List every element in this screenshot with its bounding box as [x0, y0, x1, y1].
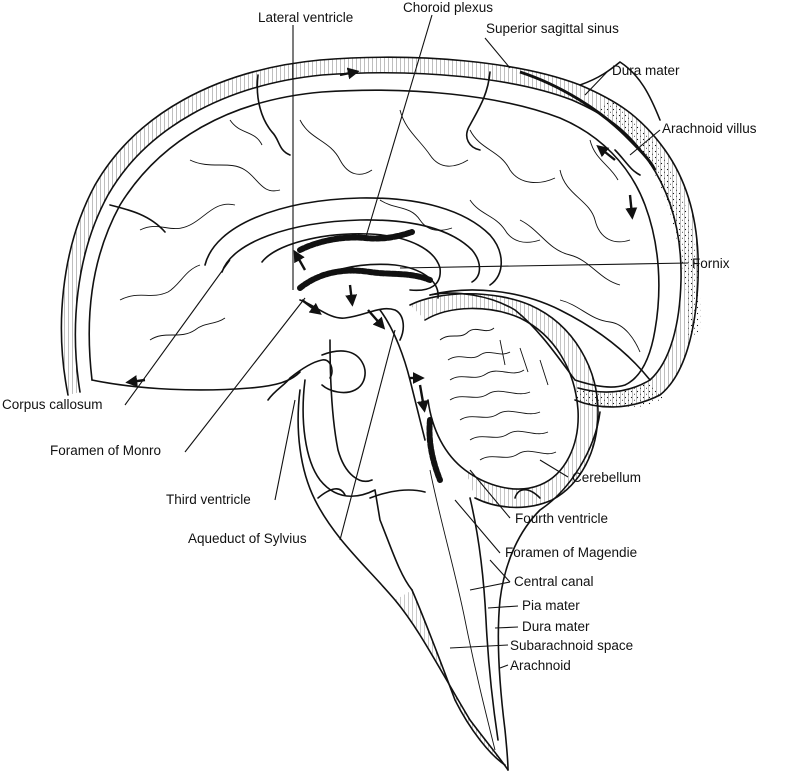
leader-choroid-plexus [364, 14, 433, 241]
leader-pia-mater [487, 605, 519, 609]
label-subarachnoid-space: Subarachnoid space [510, 638, 633, 653]
spinal-cord-inner-right [469, 497, 499, 741]
label-dura-mater-top: Dura mater [612, 63, 680, 78]
label-fourth-ventricle: Fourth ventricle [515, 511, 608, 526]
leader-lines [124, 14, 689, 669]
spinal-hatch [395, 590, 508, 770]
cerebrum-outline [88, 89, 660, 388]
arachnoid-villus-1 [256, 74, 291, 156]
midbrain-line [379, 309, 426, 441]
arachnoid-villus-3 [109, 204, 166, 233]
cerebellum-meninges-hatch [410, 293, 598, 508]
leader-third-ventricle [274, 399, 296, 501]
cerebellum-folia [439, 327, 557, 461]
third-ventricle-shape [299, 299, 405, 341]
label-corpus-callosum: Corpus callosum [2, 397, 103, 412]
leader-fornix [399, 262, 689, 269]
choroid-plexus-4th [426, 417, 443, 483]
leader-subarachnoid [449, 644, 509, 649]
leader-fourth-ventricle [469, 469, 511, 519]
cerebrum-base [91, 371, 301, 391]
label-dura-mater-bottom: Dura mater [522, 619, 590, 634]
label-choroid-plexus: Choroid plexus [403, 0, 493, 15]
choroid-plexus-upper [297, 229, 415, 253]
leader-dura-mater-top [584, 71, 608, 96]
transverse-cut [369, 489, 426, 499]
spinal-cord-outer-right [497, 411, 601, 771]
brainstem-inner [329, 339, 373, 482]
leader-aqueduct [339, 329, 396, 541]
label-foramen-of-monro: Foramen of Monro [50, 443, 161, 458]
central-canal-line [429, 469, 496, 751]
arachnoid-villus-4 [614, 149, 641, 176]
labels: Lateral ventricle Choroid plexus Superio… [2, 0, 757, 673]
leader-corpus-callosum [124, 259, 231, 406]
label-arachnoid: Arachnoid [510, 658, 571, 673]
label-arachnoid-villus: Arachnoid villus [662, 121, 757, 136]
label-fornix: Fornix [692, 256, 730, 271]
lateral-ventricle-shape [261, 233, 441, 292]
label-lateral-ventricle: Lateral ventricle [258, 10, 353, 25]
corpus-callosum-inner [221, 219, 481, 283]
leader-foramen-magendie [454, 499, 501, 554]
brainstem-outline [302, 379, 413, 591]
label-superior-sagittal-sinus: Superior sagittal sinus [486, 21, 619, 36]
arachnoid-villus-2 [465, 71, 491, 151]
leader-dura-mater-bottom [494, 626, 519, 629]
sinus-outer [579, 61, 661, 121]
leader-cerebellum [539, 459, 569, 478]
label-aqueduct-of-sylvius: Aqueduct of Sylvius [188, 531, 307, 546]
hypothalamus-block [321, 350, 366, 394]
leader-superior-sagittal-sinus [484, 37, 511, 69]
csf-flow-arrows [125, 67, 638, 413]
label-central-canal: Central canal [514, 574, 594, 589]
nerve-root-right [514, 488, 541, 499]
sinus-stipple [600, 98, 701, 340]
leader-arachnoid [499, 664, 509, 669]
leader-foramen-monro [184, 297, 306, 453]
label-third-ventricle: Third ventricle [166, 492, 251, 507]
label-pia-mater: Pia mater [522, 598, 580, 613]
choroid-plexus-lower [297, 267, 433, 291]
leader-central-canal-2 [489, 559, 511, 583]
nerve-root-left [317, 488, 346, 499]
label-cerebellum: Cerebellum [572, 470, 641, 485]
brain-illustration [60, 56, 701, 771]
spinal-cord-outer-left [297, 389, 509, 771]
leader-arachnoid-villus [629, 129, 661, 156]
leader-central-canal-1 [469, 581, 511, 591]
cortical-sulci [119, 109, 641, 353]
corpus-callosum-shape [204, 197, 503, 286]
label-foramen-of-magendie: Foramen of Magendie [505, 545, 637, 560]
tentorium [429, 289, 651, 381]
